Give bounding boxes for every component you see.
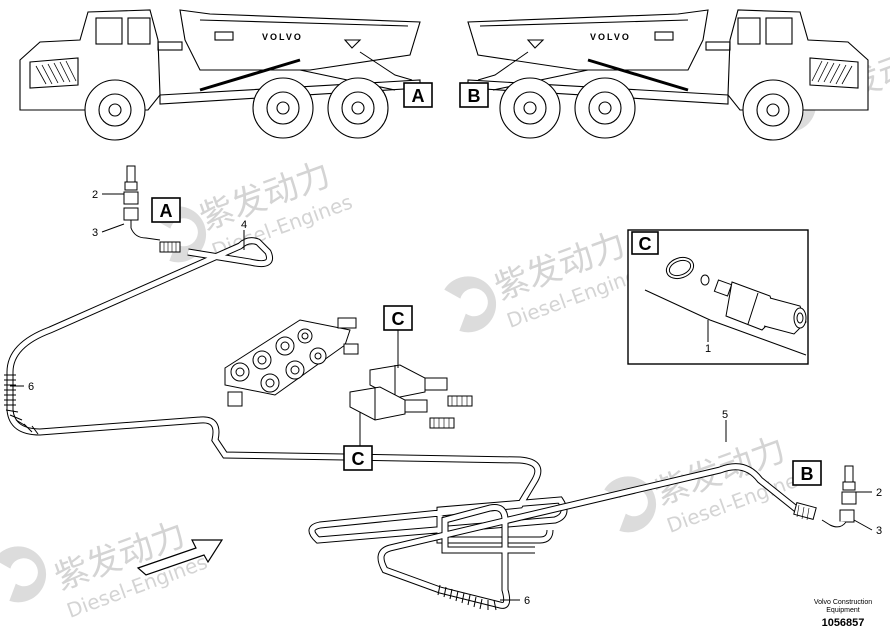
truck-brand: VOLVO — [590, 32, 631, 42]
part-number: 6 — [524, 595, 530, 607]
wheel — [742, 79, 804, 141]
svg-text:B: B — [468, 86, 481, 106]
footer: Volvo Construction Equipment 1056857 — [814, 599, 872, 629]
check-valve-bottom — [349, 386, 455, 429]
callout-a-detail: A — [151, 197, 181, 223]
callout-c-bottom: C — [343, 445, 373, 471]
wheel — [499, 77, 561, 139]
truck-brand: VOLVO — [262, 32, 303, 42]
callout-b-detail: B — [792, 460, 822, 486]
washer — [700, 274, 710, 286]
svg-text:B: B — [801, 464, 814, 484]
wheel — [327, 77, 389, 139]
inset-detail-c: C 1 — [627, 229, 809, 365]
callout-b-truck: B — [459, 82, 489, 108]
direction-arrow — [136, 539, 224, 576]
svg-text:C: C — [639, 234, 652, 254]
part-number: 4 — [241, 219, 247, 231]
sleeve-left — [4, 374, 39, 435]
document-number: 1056857 — [822, 617, 865, 629]
svg-text:A: A — [160, 201, 173, 221]
truck-right: VOLVO — [467, 9, 869, 141]
grille — [35, 60, 77, 85]
watermark-logo — [444, 276, 497, 333]
svg-text:A: A — [412, 86, 425, 106]
sleeve-bottom — [437, 584, 497, 611]
part-number: 1 — [705, 343, 711, 355]
wheel — [84, 79, 146, 141]
callout-c-top: C — [383, 305, 413, 331]
part-number: 3 — [876, 525, 882, 537]
wheel — [252, 77, 314, 139]
hose-assembly — [4, 165, 857, 611]
leader-lines — [10, 193, 873, 601]
part-number: 2 — [876, 487, 882, 499]
part-number: 6 — [28, 381, 34, 393]
part-number-labels: 2 3 4 6 6 5 2 3 — [28, 189, 882, 607]
part-number: 2 — [92, 189, 98, 201]
watermark-logo — [0, 546, 47, 603]
footer-company-sub: Equipment — [826, 607, 860, 614]
svg-text:C: C — [352, 449, 365, 469]
valve-block — [224, 317, 359, 407]
part-number: 3 — [92, 227, 98, 239]
fitting-left — [123, 165, 181, 253]
svg-text:C: C — [392, 309, 405, 329]
grille — [811, 60, 853, 85]
callout-a-truck: A — [403, 82, 433, 108]
truck-left: VOLVO — [19, 9, 421, 141]
part-number: 5 — [722, 409, 728, 421]
footer-company: Volvo Construction — [814, 599, 872, 606]
inset-check-valve — [713, 279, 807, 335]
fitting-right — [793, 465, 857, 528]
wheel — [574, 77, 636, 139]
